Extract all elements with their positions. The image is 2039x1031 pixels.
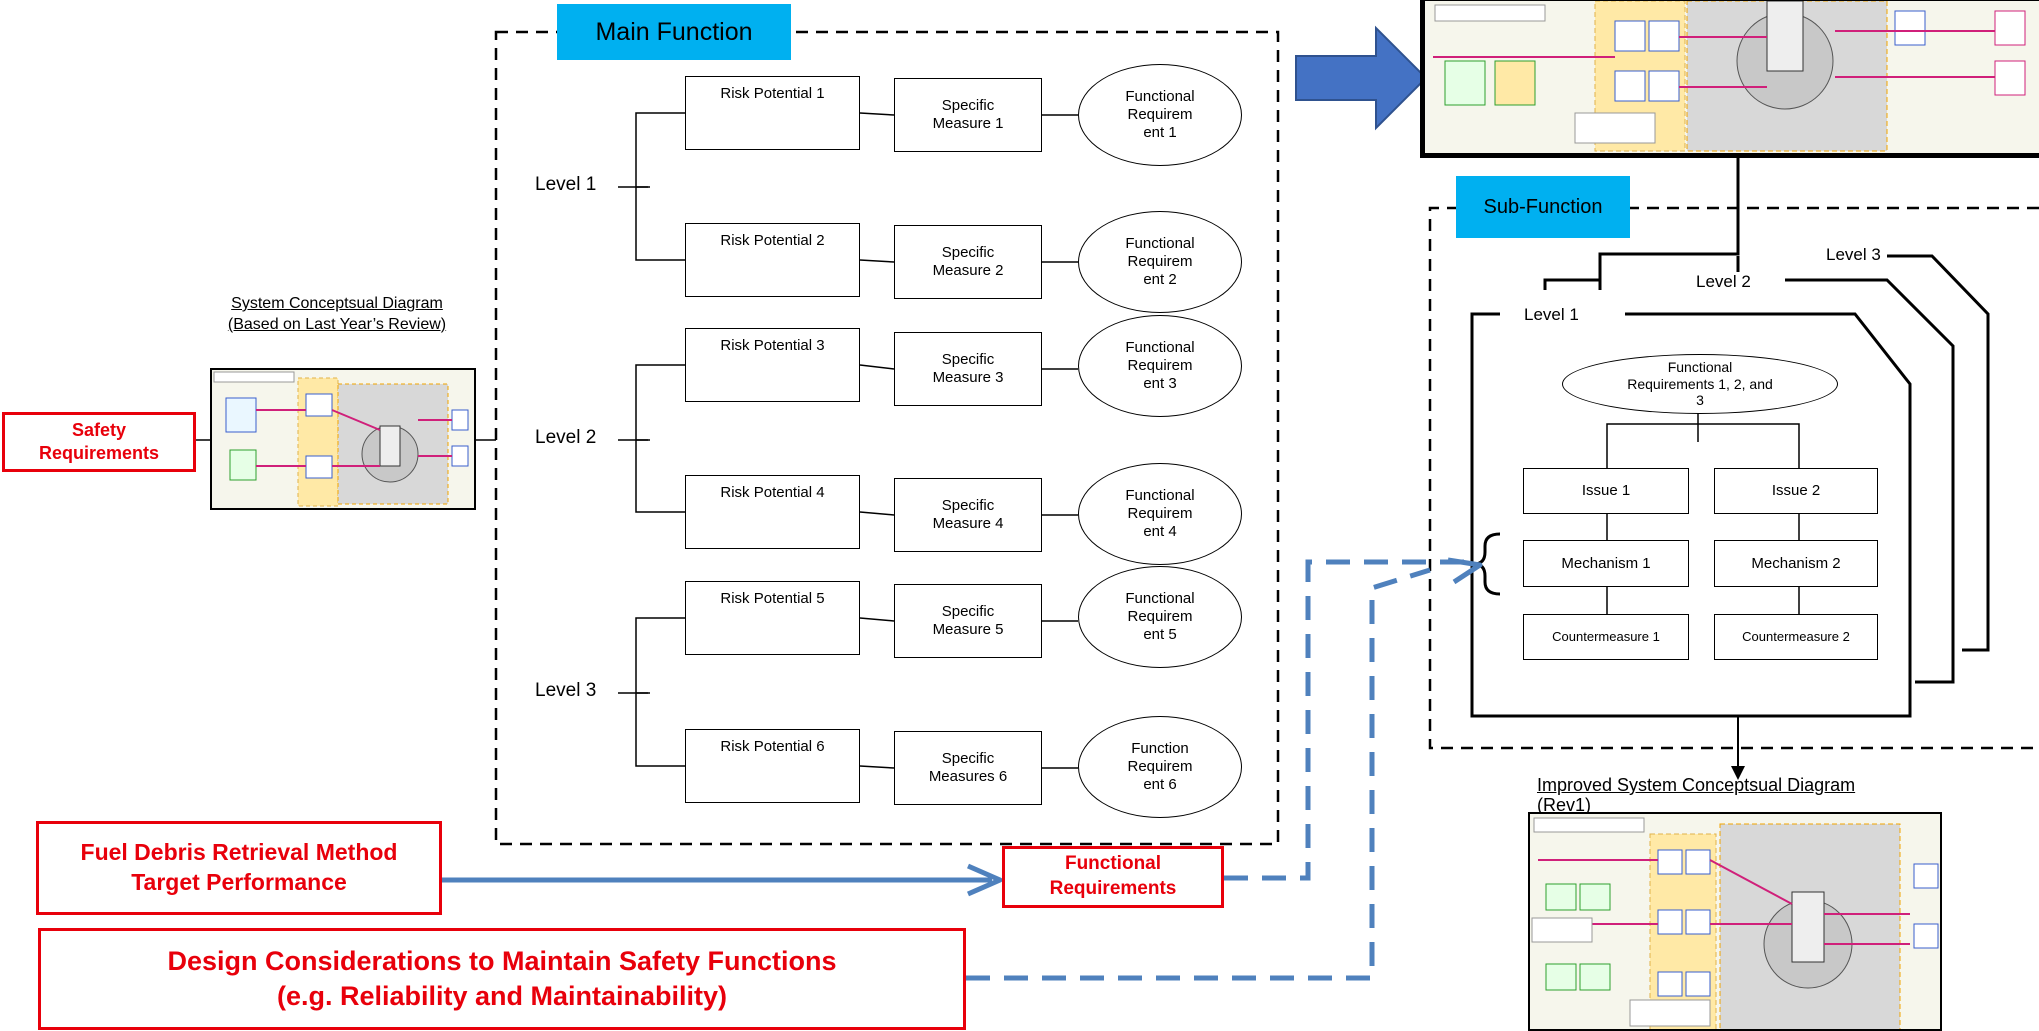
sub-function-tag: Sub-Function (1456, 176, 1630, 238)
design-considerations-line1: Design Considerations to Maintain Safety… (167, 945, 837, 976)
sub-level-3-label: Level 3 (1820, 245, 1887, 265)
plant-schematic-image (1531, 817, 1939, 1029)
system-diagram-title-line1: System Conceptsual Diagram (231, 295, 443, 312)
functional-requirements-box: Functional Requirements (1002, 846, 1224, 908)
improved-diagram-title: Improved System Conceptsual Diagram (Rev… (1537, 775, 1856, 816)
specific-measure-box: Specific Measure 2 (894, 225, 1042, 299)
main-function-tag: Main Function (557, 4, 791, 60)
risk-potential-box: Risk Potential 5 (685, 581, 860, 655)
improved-diagram-title-line1: Improved System Conceptsual Diagram (1537, 775, 1856, 795)
specific-measure-box: Specific Measures 6 (894, 731, 1042, 805)
design-considerations-line2: (e.g. Reliability and Maintainability) (276, 981, 728, 1011)
risk-potential-box: Risk Potential 3 (685, 328, 860, 402)
specific-measure-box: Specific Measure 5 (894, 584, 1042, 658)
system-diagram-thumbnail (210, 368, 476, 510)
functional-requirement-ellipse: Functional Requirem ent 2 (1078, 211, 1242, 313)
sub-functional-requirements-ellipse: Functional Requirements 1, 2, and 3 (1562, 354, 1838, 414)
functional-requirement-ellipse: Function Requirem ent 6 (1078, 716, 1242, 818)
functional-requirement-ellipse: Functional Requirem ent 4 (1078, 463, 1242, 565)
specific-measure-box: Specific Measure 3 (894, 332, 1042, 406)
top-right-diagram-image (1420, 0, 2039, 158)
level-1-label: Level 1 (531, 174, 601, 196)
fuel-debris-line1: Fuel Debris Retrieval Method (80, 839, 398, 866)
plant-schematic-image (213, 371, 469, 507)
sub-level-1-label: Level 1 (1518, 305, 1585, 325)
level-stack (1470, 146, 1990, 718)
level-3-label: Level 3 (531, 680, 601, 702)
mechanism-2-box: Mechanism 2 (1714, 540, 1878, 587)
fuel-debris-box: Fuel Debris Retrieval Method Target Perf… (36, 821, 442, 915)
sub-level-2-label: Level 2 (1690, 272, 1757, 292)
plant-schematic-image (1433, 1, 2026, 152)
mechanism-1-box: Mechanism 1 (1523, 540, 1689, 587)
issue-2-box: Issue 2 (1714, 468, 1878, 514)
system-diagram-title: System Conceptsual Diagram (Based on Las… (196, 294, 478, 336)
countermeasure-1-box: Countermeasure 1 (1523, 614, 1689, 660)
level-brackets (196, 112, 1078, 769)
risk-potential-box: Risk Potential 4 (685, 475, 860, 549)
main-function-frame (494, 30, 1280, 846)
functional-requirement-ellipse: Functional Requirem ent 5 (1078, 566, 1242, 668)
level-2-label: Level 2 (531, 427, 601, 449)
improved-diagram-thumbnail (1528, 812, 1942, 1031)
specific-measure-box: Specific Measure 1 (894, 78, 1042, 152)
sub-function-frame (1428, 206, 2039, 750)
risk-potential-box: Risk Potential 1 (685, 76, 860, 150)
safety-requirements-box: Safety Requirements (2, 412, 196, 472)
big-arrow (1295, 25, 1428, 131)
functional-requirement-ellipse: Functional Requirem ent 3 (1078, 315, 1242, 417)
down-arrowhead (1731, 766, 1745, 780)
design-considerations-box: Design Considerations to Maintain Safety… (38, 928, 966, 1030)
system-diagram-title-line2: (Based on Last Year’s Review) (227, 315, 447, 333)
risk-potential-box: Risk Potential 6 (685, 729, 860, 803)
countermeasure-2-box: Countermeasure 2 (1714, 614, 1878, 660)
fuel-debris-line2: Target Performance (131, 869, 347, 895)
risk-potential-box: Risk Potential 2 (685, 223, 860, 297)
issue-1-box: Issue 1 (1523, 468, 1689, 514)
improved-diagram-title-line2: (Rev1) (1537, 794, 1592, 815)
blue-connectors (442, 557, 1483, 981)
specific-measure-box: Specific Measure 4 (894, 478, 1042, 552)
functional-requirement-ellipse: Functional Requirem ent 1 (1078, 64, 1242, 166)
